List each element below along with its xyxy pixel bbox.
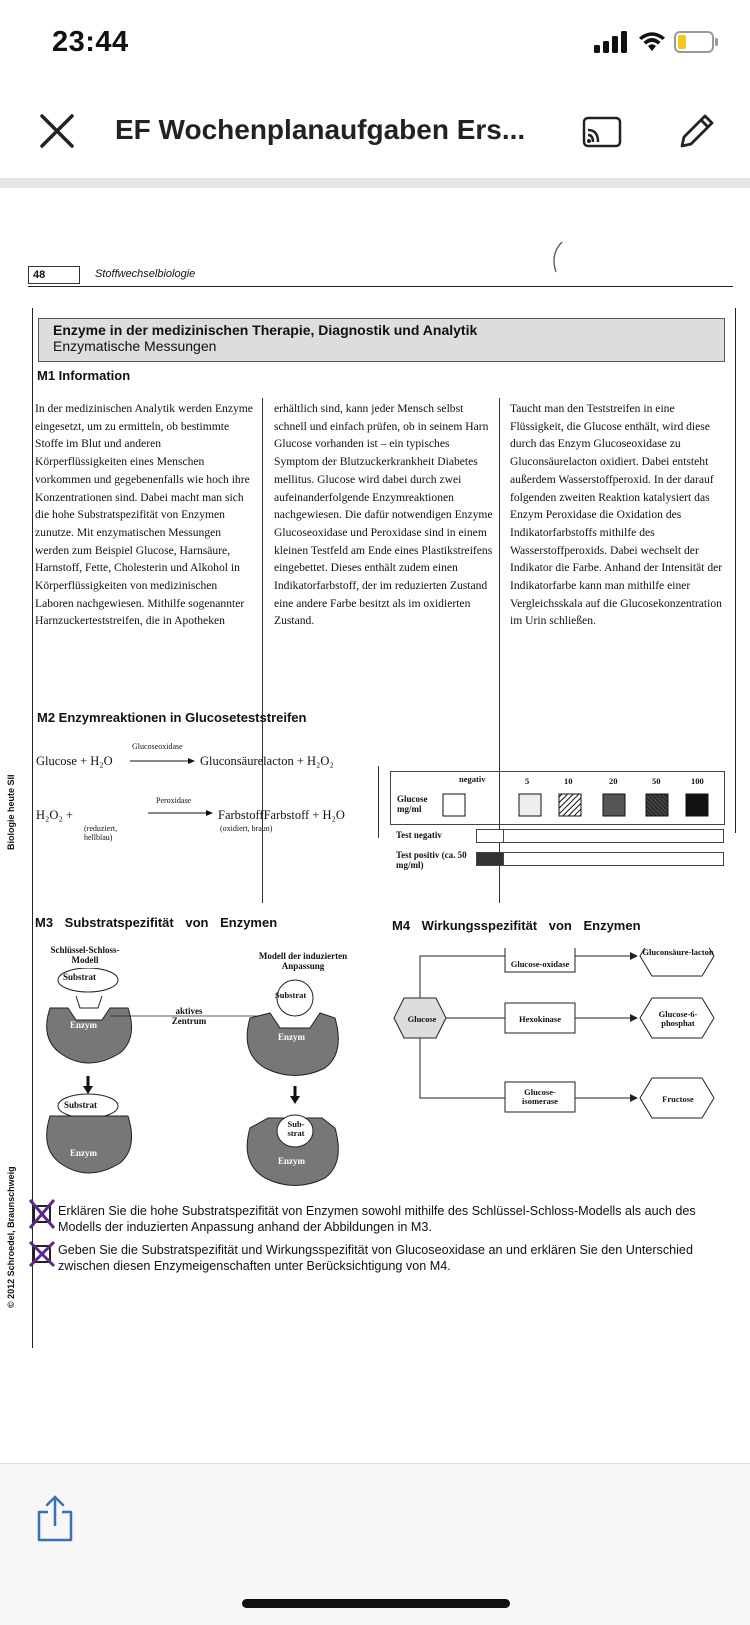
m3-enzyme-model-figure (46, 968, 339, 1186)
m4-product-1-label: Gluconsäure-lacton (642, 947, 714, 957)
task-1-crossed-checkbox-icon (28, 1199, 56, 1229)
m1-column-3: Taucht man den Teststreifen in eine Flüs… (510, 402, 723, 628)
m4-product-3-label: Fructose (662, 1094, 694, 1104)
m3-substrat-split-label: Sub-strat (287, 1119, 305, 1138)
m3-enzym-label-3: Enzym (278, 1032, 305, 1042)
task-2-text: Geben Sie die Substratspezifität und Wir… (58, 1243, 693, 1273)
eq2-note-right: (oxidiert, braun) (220, 824, 273, 833)
m1-heading: M1 Information (37, 368, 131, 383)
m3-active-site-label: aktives Zentrum (171, 1006, 207, 1026)
m3-enzym-label-4: Enzym (278, 1156, 305, 1166)
m3-substrat-label-1: Substrat (63, 972, 97, 982)
wifi-icon (639, 32, 665, 51)
m3-substrat-label-2: Substrat (64, 1100, 98, 1110)
eq2-right: FarbstoffFarbstoff + H₂O (218, 808, 345, 822)
test-negative-strip (476, 829, 724, 843)
scale-level-negativ: negativ (459, 774, 486, 784)
eq2-left: H₂O₂ + (36, 808, 73, 822)
m3-enzym-label-2: Enzym (70, 1148, 97, 1158)
m4-glucoseisomerase-label: Glucose-isomerase (522, 1087, 558, 1106)
eq2-arrow-icon (148, 810, 213, 816)
chapter-subtitle: Enzymatische Messungen (53, 338, 217, 354)
scale-level-5: 5 (525, 776, 530, 786)
status-time: 23:44 (52, 26, 129, 58)
pencil-edit-icon[interactable] (674, 110, 718, 154)
m1-column-2: erhältlich sind, kann jeder Mensch selbs… (274, 402, 493, 628)
m2-divider (378, 766, 379, 838)
cast-icon[interactable] (582, 115, 622, 149)
m3-heading: M3 Substratspezifität von Enzymen (35, 915, 278, 930)
scale-level-10: 10 (564, 776, 573, 786)
m3-model-2-label: Modell der induzierten Anpassung (258, 951, 348, 971)
status-bar: 23:44 (0, 0, 750, 90)
side-label-book: Biologie heute SII (6, 774, 16, 850)
m2-heading: M2 Enzymreaktionen in Glucoseteststreife… (37, 710, 307, 725)
test-negative-label: Test negativ (396, 830, 442, 840)
document-toolbar: EF Wochenplanaufgaben Ers... (0, 90, 750, 179)
scale-level-20: 20 (609, 776, 618, 786)
battery-low-icon (674, 31, 718, 53)
glucose-color-scale: Glucose mg/ml negativ 5 10 20 50 100 (390, 771, 725, 825)
running-head: Stoffwechselbiologie (95, 268, 196, 280)
task-1-text: Erklären Sie die hohe Substratspezifität… (58, 1204, 696, 1234)
cellular-signal-icon (594, 31, 627, 53)
side-label-copyright: © 2012 Schroedel, Braunschweig (6, 1166, 16, 1308)
pen-mark (553, 241, 563, 273)
scale-level-100: 100 (691, 776, 704, 786)
right-frame-line (735, 308, 736, 833)
m4-hexokinase-label: Hexokinase (518, 1014, 562, 1024)
bottom-toolbar (0, 1463, 750, 1625)
close-icon[interactable] (38, 112, 76, 150)
column-divider-1 (262, 398, 263, 903)
m4-glucoseoxidase-label: Glucose-oxidase (510, 959, 570, 969)
chapter-title-box: Enzyme in der medizinischen Therapie, Di… (38, 318, 725, 362)
test-positive-strip (476, 852, 724, 866)
test-positive-label: Test positiv (ca. 50 mg/ml) (396, 850, 467, 870)
scale-glucose-label: Glucose mg/ml (397, 794, 428, 814)
eq1-arrow-icon (130, 758, 195, 764)
chapter-title: Enzyme in der medizinischen Therapie, Di… (53, 322, 478, 338)
column-divider-2 (499, 398, 500, 903)
eq1-enzyme: Glucoseoxidase (132, 742, 183, 751)
m4-product-2-label: Glucose-6-phosphat (658, 1009, 698, 1028)
m3-enzym-label-1: Enzym (70, 1020, 97, 1030)
scale-level-50: 50 (652, 776, 661, 786)
m1-column-1: In der medizinischen Analytik werden Enz… (35, 402, 253, 628)
header-rule (28, 286, 733, 287)
eq2-enzyme: Peroxidase (156, 796, 192, 805)
toolbar-divider (0, 178, 750, 188)
m4-heading: M4 Wirkungsspezifität von Enzymen (392, 918, 641, 933)
m4-glucose-label: Glucose (407, 1014, 437, 1024)
document-title: EF Wochenplanaufgaben Ers... (115, 114, 526, 145)
document-page: 48 Stoffwechselbiologie Enzyme in der me… (0, 188, 750, 1463)
left-frame-line (32, 308, 33, 1348)
m3-model-1-label: Schlüssel-Schloss-Modell (50, 945, 120, 965)
scale-swatches (442, 793, 709, 817)
m4-specificity-diagram (393, 948, 715, 1119)
home-indicator[interactable] (242, 1599, 510, 1608)
m3-substrat-label-3: Substrat (275, 990, 307, 1000)
eq2-note-left: (reduziert, hellblau) (84, 824, 118, 842)
page-number: 48 (28, 266, 80, 284)
task-2-crossed-checkbox-icon (28, 1240, 56, 1268)
eq1-right: Gluconsäurelacton + H₂O₂ (200, 754, 334, 768)
eq1-left: Glucose + H₂O (36, 754, 113, 768)
status-icons (594, 30, 720, 54)
share-icon[interactable] (35, 1494, 75, 1542)
